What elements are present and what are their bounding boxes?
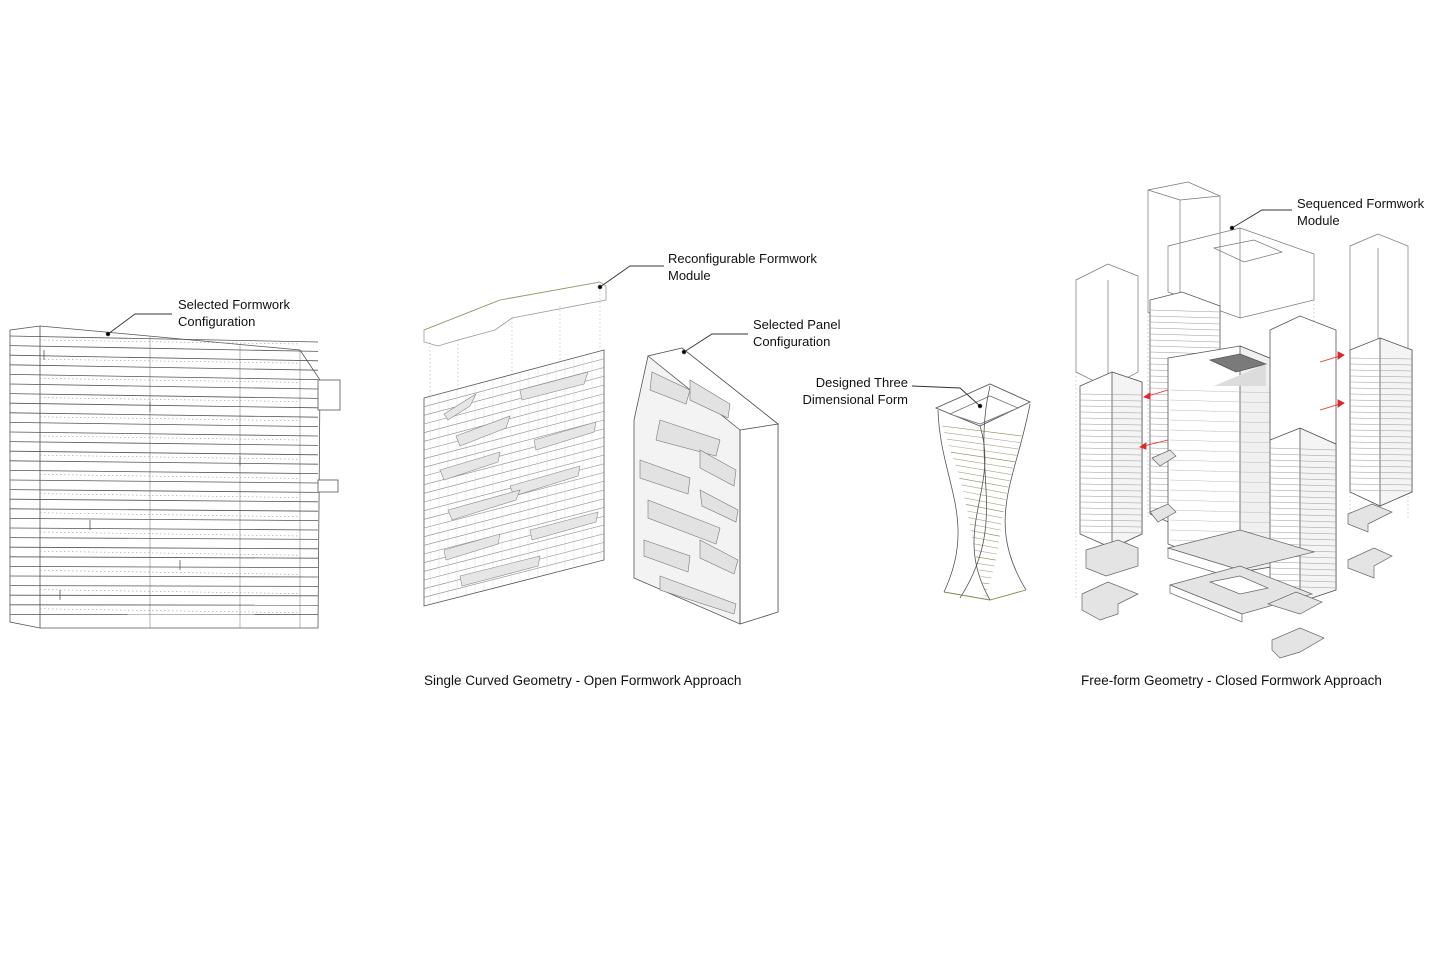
sequenced-formwork-assembly <box>1075 181 1413 659</box>
leader-designed-form <box>911 385 983 409</box>
reconfigurable-formwork-module <box>423 281 607 400</box>
label-line: Configuration <box>753 334 831 349</box>
selected-formwork-strip-wall <box>9 325 341 629</box>
label-line: Module <box>668 268 711 283</box>
label-line: Configuration <box>178 314 256 329</box>
label-line: Reconfigurable Formwork <box>668 251 817 266</box>
label-selected-panel-configuration: Selected Panel Configuration <box>753 316 840 350</box>
leader-selected-panel <box>681 333 748 355</box>
caption-closed-formwork-approach: Free-form Geometry - Closed Formwork App… <box>1081 673 1382 688</box>
label-selected-formwork-configuration: Selected Formwork Configuration <box>178 296 290 330</box>
leader-reconfigurable-module <box>597 265 664 290</box>
label-reconfigurable-formwork-module: Reconfigurable Formwork Module <box>668 250 817 284</box>
designed-three-dimensional-form <box>934 383 1032 601</box>
label-line: Selected Formwork <box>178 297 290 312</box>
label-line: Sequenced Formwork <box>1297 196 1425 211</box>
leader-selected-formwork <box>105 313 172 337</box>
label-line: Dimensional Form <box>802 392 908 407</box>
label-line: Designed Three <box>815 375 908 390</box>
selected-panel-mould <box>633 347 779 625</box>
label-sequenced-formwork-module: Sequenced Formwork Module <box>1297 195 1424 229</box>
label-line: Selected Panel <box>753 317 841 332</box>
label-designed-three-dimensional-form: Designed Three Dimensional Form <box>780 374 908 408</box>
caption-open-formwork-approach: Single Curved Geometry - Open Formwork A… <box>424 673 742 688</box>
leader-sequenced-module <box>1229 209 1292 231</box>
open-formwork-wall <box>423 349 605 607</box>
label-line: Module <box>1297 213 1340 228</box>
